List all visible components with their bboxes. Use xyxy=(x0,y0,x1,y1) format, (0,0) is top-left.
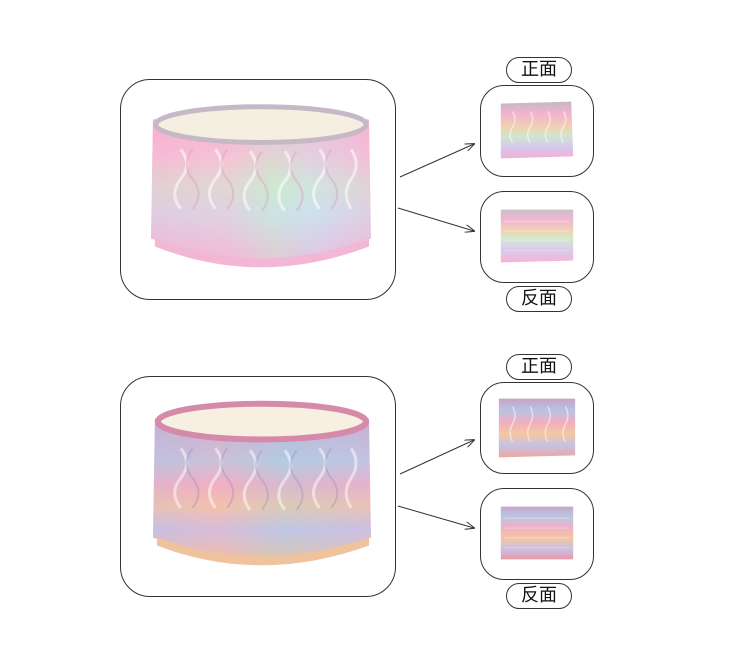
arrow-to-back xyxy=(397,505,474,528)
front-view-frame xyxy=(480,85,594,177)
back-view-frame xyxy=(480,488,594,580)
front-view-image xyxy=(498,398,576,458)
arrow-to-front xyxy=(399,144,474,178)
main-product-frame xyxy=(120,376,396,597)
front-label: 正面 xyxy=(506,354,572,380)
front-view-image xyxy=(500,101,574,159)
back-view-frame xyxy=(480,191,594,283)
arrow-to-front xyxy=(399,440,474,475)
back-view-image xyxy=(500,209,574,263)
neck-warmer-image xyxy=(152,400,371,566)
arrow-to-back xyxy=(397,207,474,231)
back-label: 反面 xyxy=(506,583,572,609)
back-view-image xyxy=(500,506,574,560)
back-label: 反面 xyxy=(506,286,572,312)
neck-warmer-image xyxy=(150,104,371,268)
front-label: 正面 xyxy=(506,57,572,83)
main-product-frame xyxy=(120,79,396,300)
front-view-frame xyxy=(480,382,594,474)
